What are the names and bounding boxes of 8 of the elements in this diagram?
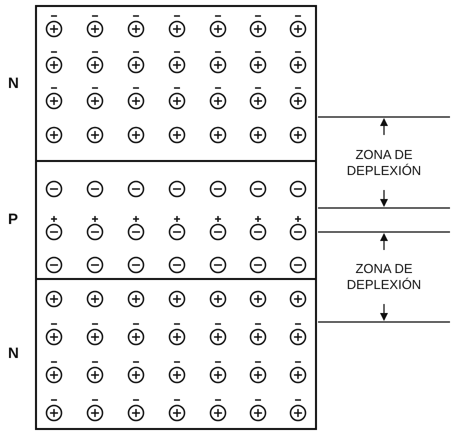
semiconductor-layer [35,278,317,430]
region-label: N [8,74,19,92]
region-label: P [8,211,18,228]
semiconductor-layer [35,160,317,280]
zone-label: ZONA DE DEPLEXIÓN [346,261,422,293]
semiconductor-layer [35,5,317,162]
zone-label: ZONA DE DEPLEXIÓN [346,146,422,178]
region-label: N [8,345,19,362]
